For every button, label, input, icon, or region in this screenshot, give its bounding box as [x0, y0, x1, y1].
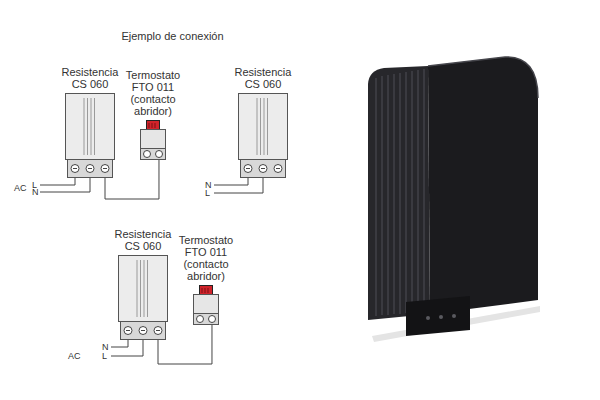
heater-symbol — [238, 93, 288, 178]
heater-photo — [368, 57, 540, 342]
clip-hole — [426, 316, 430, 320]
diagram-title: Ejemplo de conexión — [0, 30, 345, 43]
thermostat-shape — [193, 285, 219, 325]
heater-symbol — [65, 93, 115, 178]
heater-node: Resistencia CS 060 — [228, 66, 298, 178]
clip-hole — [452, 314, 456, 318]
supply-wire — [111, 340, 143, 356]
heater-node: Resistencia CS 060 — [55, 66, 125, 178]
wire-label: L — [205, 188, 210, 198]
node-heading: Termostato FTO 011 (contacto abridor) — [121, 69, 185, 117]
heater-front — [368, 66, 430, 320]
heater-node: Resistencia CS 060 — [108, 228, 178, 340]
heater-edge — [428, 57, 538, 98]
wire-label: AC — [14, 183, 27, 193]
clip-hole — [439, 315, 443, 319]
node-heading: Resistencia CS 060 — [228, 66, 298, 90]
mounting-clip — [406, 296, 470, 336]
supply-wire — [214, 178, 263, 193]
heater-side — [428, 57, 538, 314]
heater-shape — [238, 93, 288, 178]
wire-label: N — [102, 342, 109, 352]
thermostat-node: Termostato FTO 011 (contacto abridor) — [174, 234, 238, 325]
supply-wire — [40, 178, 90, 192]
thermostat-node: Termostato FTO 011 (contacto abridor) — [121, 69, 185, 160]
wire-label: AC — [68, 351, 81, 361]
node-heading: Termostato FTO 011 (contacto abridor) — [174, 234, 238, 282]
wire-connector — [105, 160, 159, 199]
thermostat-symbol — [140, 120, 166, 160]
heater-shape — [118, 255, 168, 340]
thermostat-symbol — [193, 285, 219, 325]
heater-shape — [65, 93, 115, 178]
node-heading: Resistencia CS 060 — [108, 228, 178, 252]
heater-ribs — [376, 69, 424, 316]
supply-wires — [40, 178, 263, 356]
wire-label: L — [102, 351, 107, 361]
node-heading: Resistencia CS 060 — [55, 66, 125, 90]
heater-symbol — [118, 255, 168, 340]
thermostat-shape — [140, 120, 166, 160]
wire-connector — [158, 325, 212, 364]
wire-label: N — [32, 187, 39, 197]
